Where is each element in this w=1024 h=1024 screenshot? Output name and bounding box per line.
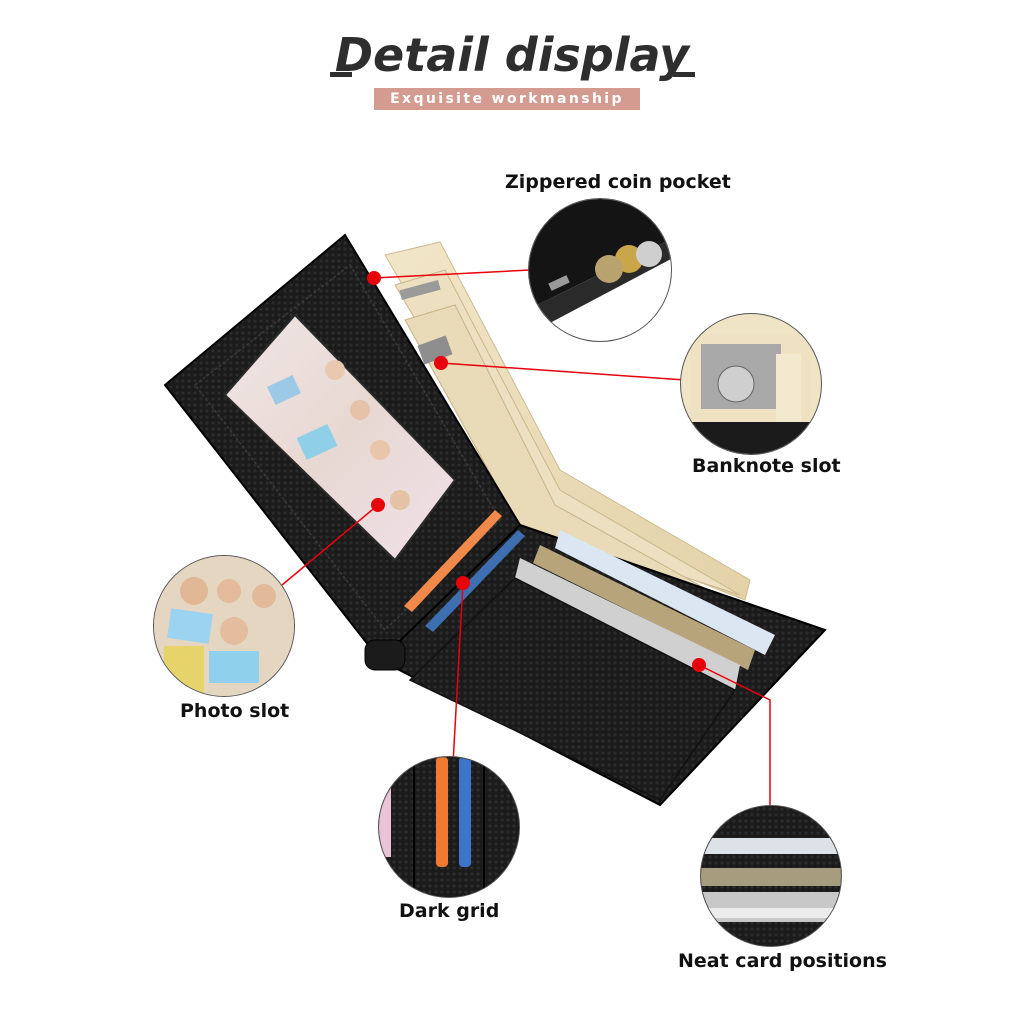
header: Detail display [0,28,1024,82]
orange-card-slot [404,510,502,612]
banknote-icon [680,313,822,455]
callout-dot-grid [456,576,470,590]
subtitle-band: Exquisite workmanship [374,88,640,110]
callout-dot-cards [692,658,706,672]
feature-label-photo-slot: Photo slot [180,700,290,722]
feature-label-banknote-slot: Banknote slot [692,455,841,477]
callout-dot-photo [371,498,385,512]
feature-label-dark-grid: Dark grid [399,900,500,922]
card-slots-icon [700,805,842,947]
title-underscore-left [330,72,352,77]
feature-label-card-positions: Neat card positions [678,950,887,972]
title-underscore-right [673,72,695,77]
feature-label-coin-pocket: Zippered coin pocket [505,171,731,193]
callout-dot-banknote [434,356,448,370]
blue-card-slot [425,530,525,632]
white-card [555,530,775,655]
callout-dot-coin [367,271,381,285]
page-title: Detail display [334,28,690,82]
silver-card [515,558,740,690]
photo-icon [153,555,295,697]
zipper-coin-icon [528,198,672,342]
gold-card [533,545,755,670]
card-grid-icon [378,756,520,898]
